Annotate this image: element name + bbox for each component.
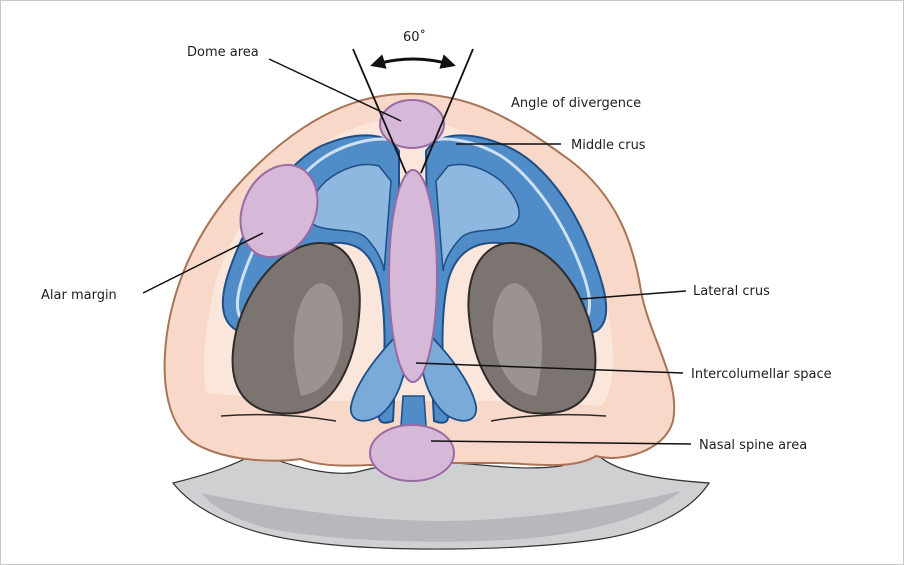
- nasal-spine-area-region: [370, 425, 454, 481]
- intercolumellar-space-region: [389, 170, 437, 382]
- angle-of-divergence-label: Angle of divergence: [511, 96, 641, 111]
- alar-margin-label: Alar margin: [41, 288, 117, 303]
- intercolumellar-space-label: Intercolumellar space: [691, 367, 832, 382]
- middle-crus-label: Middle crus: [571, 138, 646, 153]
- angle-arrow: [373, 59, 453, 65]
- nasal-spine-area-label: Nasal spine area: [699, 438, 807, 453]
- angle-value-label: 60˚: [403, 29, 426, 45]
- dome-area-label: Dome area: [187, 45, 259, 60]
- lateral-crus-label: Lateral crus: [693, 284, 770, 299]
